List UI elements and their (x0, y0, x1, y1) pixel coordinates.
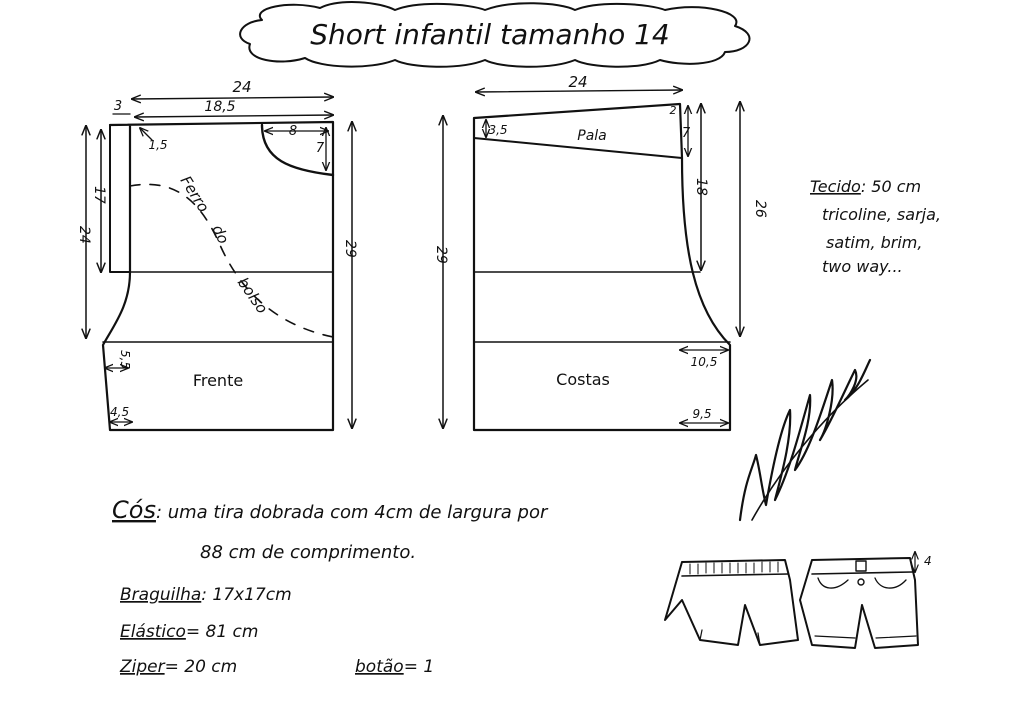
back-left-height: 29 (433, 246, 449, 264)
material-value-3: = 20 cm (165, 657, 238, 677)
material-label-3: Ziper (119, 657, 166, 677)
pocket-word-2: do (208, 222, 232, 247)
front-label: Frente (193, 371, 243, 390)
back-hem-upper: 10,5 (691, 355, 718, 369)
back-yoke-right: 7 (682, 126, 691, 141)
back-label: Costas (556, 370, 610, 389)
svg-text:Cós: uma tira dobrada com 4cm: Cós: uma tira dobrada com 4cm de largura… (112, 496, 549, 524)
svg-text:Braguilha: 17x17cm: Braguilha: 17x17cm (120, 585, 292, 605)
front-pocket-depth: 7 (316, 141, 325, 156)
back-yoke-top-right: 2 (670, 104, 677, 117)
front-fly-offset: 3 (114, 99, 122, 114)
front-total-width: 24 (232, 78, 251, 96)
page-title: Short infantil tamanho 14 (310, 18, 670, 51)
back-hem-lower: 9,5 (692, 407, 711, 421)
svg-text:Ferro: Ferro (177, 173, 213, 216)
front-corner: 1,5 (148, 138, 167, 152)
front-hem-upper: 5,5 (118, 350, 132, 369)
waistband-line-1: : uma tira dobrada com 4cm de largura po… (156, 502, 549, 523)
yoke-line (473, 137, 683, 159)
fabric-label: Tecido (810, 177, 861, 196)
front-piece: Ferro do bolso Frente 24 18,5 3 1,5 8 7 … (76, 78, 358, 432)
signature (738, 358, 872, 522)
material-label-2: Elástico (120, 622, 186, 642)
waistband-line-2: 88 cm de comprimento. (200, 542, 416, 563)
material-value-2: = 81 cm (186, 622, 259, 642)
material-value-1: : 17x17cm (201, 585, 291, 605)
title-cloud: Short infantil tamanho 14 (239, 1, 751, 68)
pocket-word-1: Ferro (177, 173, 213, 216)
fabric-line-1: tricoline, sarja, (822, 205, 941, 224)
waistband-notes: Cós: uma tira dobrada com 4cm de largura… (112, 496, 549, 563)
material-label-1: Braguilha (120, 585, 201, 605)
back-piece: Pala Costas 24 3,5 2 7 29 18 26 10,5 9,5 (433, 73, 768, 432)
front-pocket-width: 8 (289, 124, 297, 139)
svg-text:Elástico= 81 cm: Elástico= 81 cm (120, 622, 258, 642)
back-right-height: 18 (693, 178, 709, 196)
sketch-jeans-shorts: 4 (799, 552, 932, 649)
pocket-facing-line (129, 183, 334, 338)
pocket-word-3: bolso (234, 274, 272, 317)
waistband-label: Cós (112, 496, 156, 524)
svg-text:Tecido: 50 cm: Tecido: 50 cm (810, 177, 921, 196)
front-top-width: 18,5 (204, 99, 235, 115)
sketch-waist-dim: 4 (924, 554, 932, 568)
yoke-label: Pala (577, 128, 607, 144)
front-hem-lower: 4,5 (110, 405, 129, 419)
materials-list: Braguilha: 17x17cm Elástico= 81 cm Ziper… (119, 585, 434, 677)
front-fly-length: 17 (91, 186, 107, 204)
fabric-line-3: two way... (822, 257, 903, 276)
front-right-height: 29 (342, 240, 358, 258)
button-label: botão (355, 657, 404, 677)
fabric-amount: : 50 cm (861, 177, 921, 196)
svg-text:botão= 1: botão= 1 (355, 657, 434, 677)
pocket-curve (260, 123, 335, 177)
back-yoke-left: 3,5 (488, 123, 507, 137)
button-value: = 1 (404, 657, 434, 677)
fabric-notes: Tecido: 50 cm tricoline, sarja, satim, b… (810, 177, 941, 276)
fabric-line-2: satim, brim, (826, 233, 922, 252)
svg-text:Ziper= 20 cm: Ziper= 20 cm (119, 657, 237, 677)
front-left-height: 24 (76, 226, 92, 244)
sketch-elastic-shorts (664, 559, 799, 646)
back-total-width: 24 (568, 73, 587, 91)
back-outer-height: 26 (752, 200, 768, 218)
